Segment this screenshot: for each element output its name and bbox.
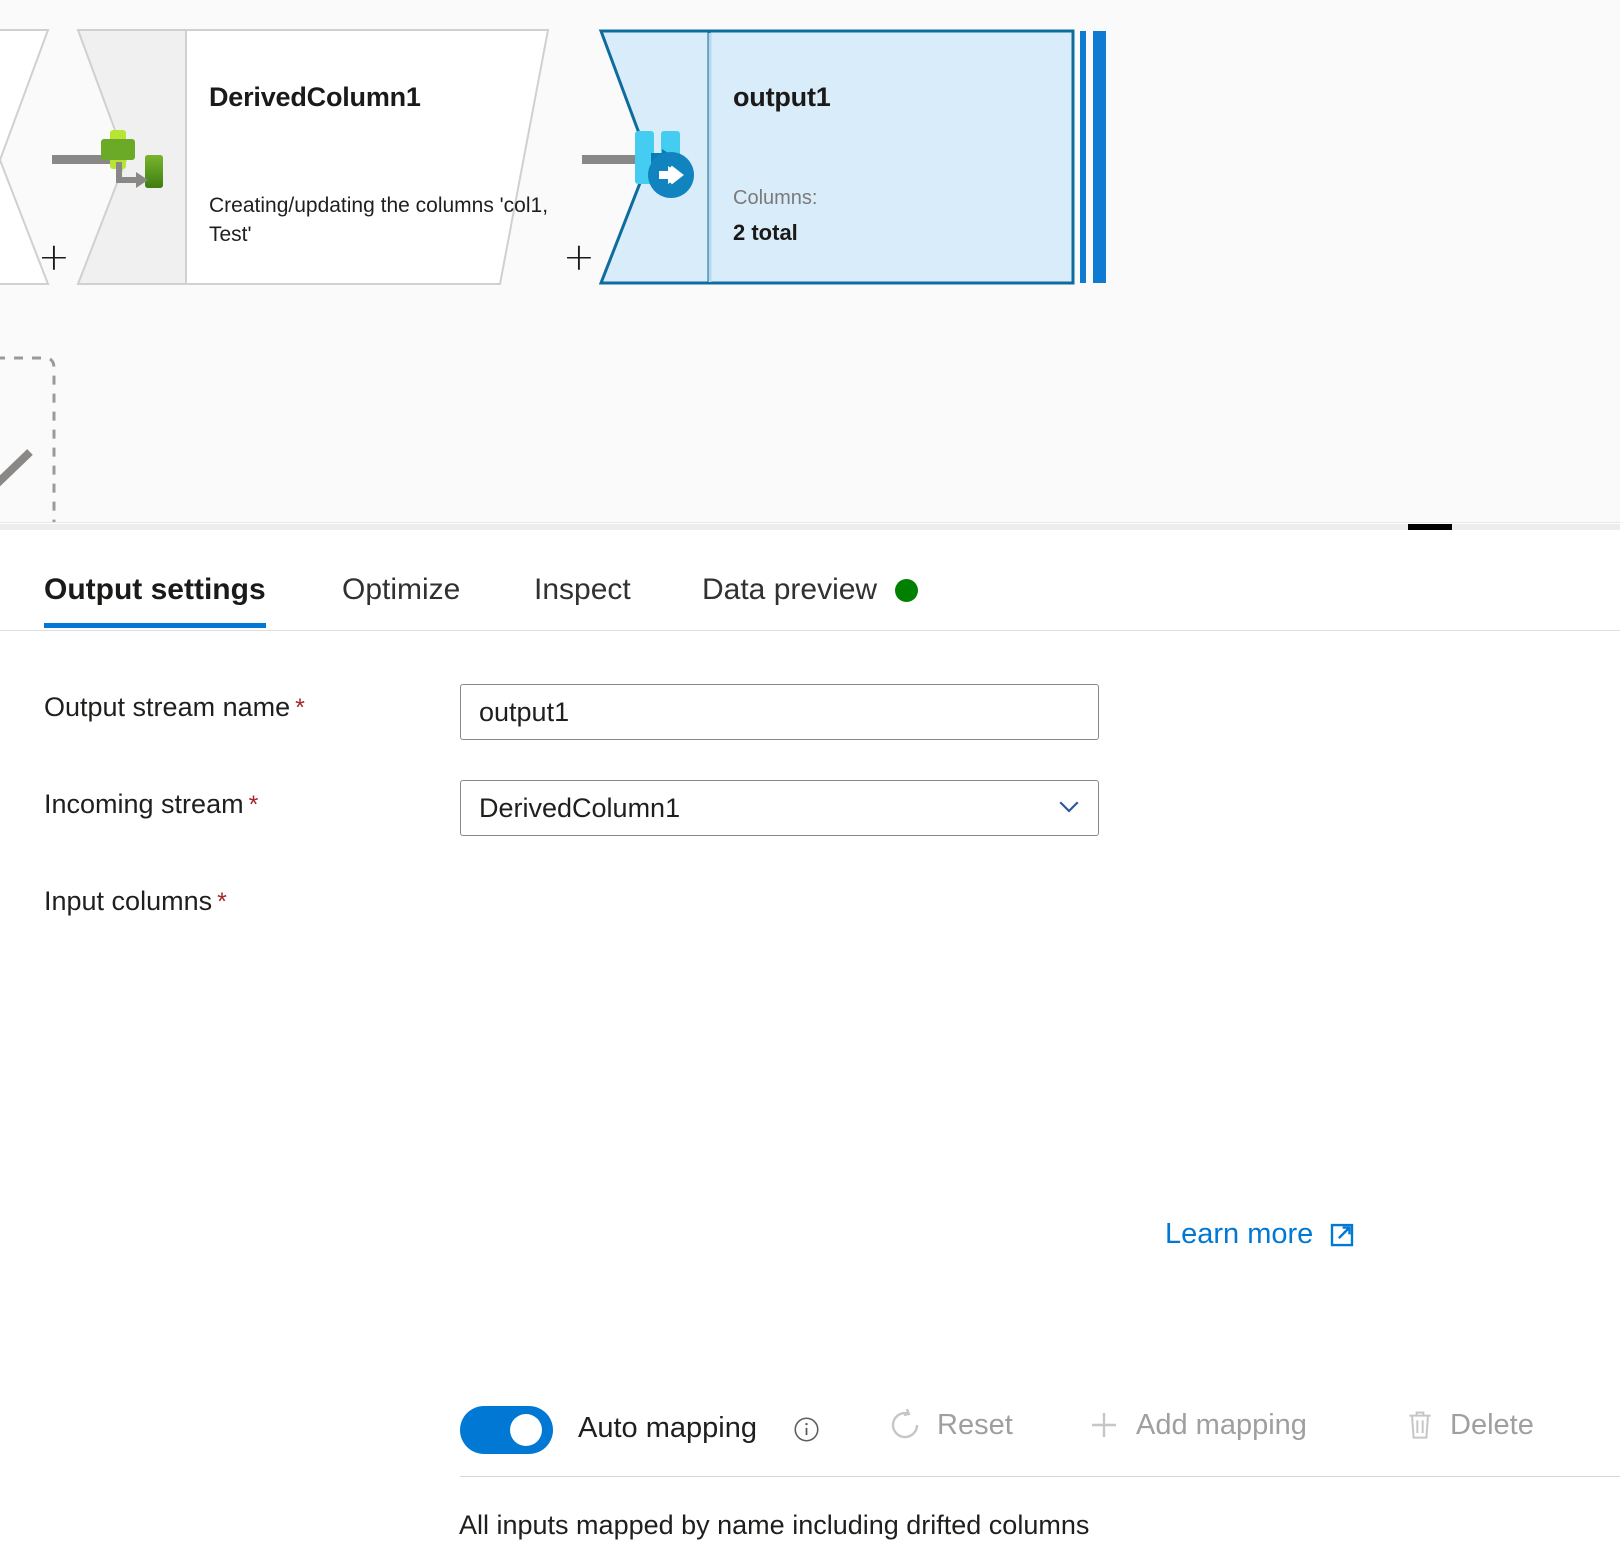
panel-resize-handle[interactable]	[1408, 524, 1452, 530]
sink-icon	[635, 131, 694, 198]
tab-inspect[interactable]: Inspect	[534, 552, 631, 628]
tab-output-settings[interactable]: Output settings	[44, 552, 266, 628]
tab-active-underline	[44, 623, 266, 628]
panel-tabbar: Output settings Optimize Inspect Data pr…	[0, 552, 1620, 631]
refresh-icon	[887, 1407, 923, 1443]
tab-optimize-label: Optimize	[342, 573, 461, 606]
tab-data-preview-label: Data preview	[702, 573, 878, 606]
incoming-stream-value: DerivedColumn1	[479, 792, 681, 823]
auto-mapping-toggle[interactable]	[460, 1406, 553, 1454]
connector-upstream-to-derivedcolumn	[52, 155, 114, 164]
output1-selection-bar	[1093, 31, 1106, 283]
upstream-node-partial[interactable]	[0, 29, 50, 285]
input-columns-label: Input columns*	[44, 886, 227, 917]
delete-mapping-button[interactable]: Delete	[1404, 1407, 1534, 1443]
reset-mapping-button[interactable]: Reset	[887, 1407, 1013, 1443]
auto-mapping-note: All inputs mapped by name including drif…	[459, 1510, 1090, 1540]
output1-node-title: output1	[733, 82, 831, 112]
tab-data-preview[interactable]: Data preview	[702, 552, 919, 628]
output1-columns-value: 2 total	[733, 220, 798, 245]
auto-mapping-toggle-knob	[510, 1414, 542, 1446]
output1-columns-label: Columns:	[733, 187, 818, 209]
add-node-button-right[interactable]: +	[563, 235, 595, 279]
tab-optimize[interactable]: Optimize	[342, 552, 460, 628]
output-stream-name-label: Output stream name*	[44, 692, 305, 723]
required-marker-incoming-stream: *	[248, 791, 259, 819]
tab-inspect-label: Inspect	[534, 573, 631, 606]
output-stream-name-input[interactable]	[460, 684, 1099, 740]
learn-more-link[interactable]: Learn more	[1165, 1218, 1357, 1251]
dataflow-canvas[interactable]: DerivedColumn1 Creating/updating the col…	[0, 0, 1620, 522]
derived-column-icon	[101, 130, 163, 188]
mapping-section-divider	[460, 1476, 1620, 1477]
properties-panel: Output settings Optimize Inspect Data pr…	[0, 532, 1620, 1540]
derivedcolumn-node-title: DerivedColumn1	[209, 82, 421, 112]
panel-splitter-track[interactable]	[0, 524, 1620, 530]
add-mapping-label: Add mapping	[1136, 1408, 1307, 1441]
trash-icon	[1404, 1407, 1436, 1443]
required-marker-input-columns: *	[217, 888, 227, 916]
incoming-stream-dropdown[interactable]: DerivedColumn1	[460, 780, 1099, 836]
external-link-icon	[1327, 1220, 1357, 1250]
dataflow-graph	[0, 29, 1106, 522]
tab-output-settings-label: Output settings	[44, 573, 266, 606]
output1-selection-line	[1080, 31, 1086, 283]
auto-mapping-label: Auto mapping	[578, 1412, 757, 1444]
output-stream-name-label-text: Output stream name	[44, 692, 291, 722]
info-icon[interactable]	[793, 1416, 820, 1443]
learn-more-label: Learn more	[1165, 1218, 1314, 1250]
required-marker-output-stream-name: *	[295, 694, 305, 722]
reset-mapping-label: Reset	[937, 1408, 1013, 1441]
incoming-stream-label-text: Incoming stream	[44, 789, 244, 819]
delete-mapping-label: Delete	[1450, 1408, 1534, 1441]
data-preview-status-dot	[895, 578, 919, 602]
plus-icon	[1086, 1407, 1122, 1443]
canvas-dashed-placeholder	[0, 356, 56, 522]
incoming-stream-label: Incoming stream*	[44, 789, 258, 820]
connector-derivedcolumn-to-output1	[582, 155, 644, 164]
add-node-button-left[interactable]: +	[38, 235, 70, 279]
add-mapping-button[interactable]: Add mapping	[1086, 1407, 1307, 1443]
input-columns-label-text: Input columns	[44, 886, 213, 916]
derivedcolumn-node-description: Creating/updating the columns 'col1, Tes…	[209, 194, 549, 246]
chevron-down-icon	[1054, 791, 1084, 826]
